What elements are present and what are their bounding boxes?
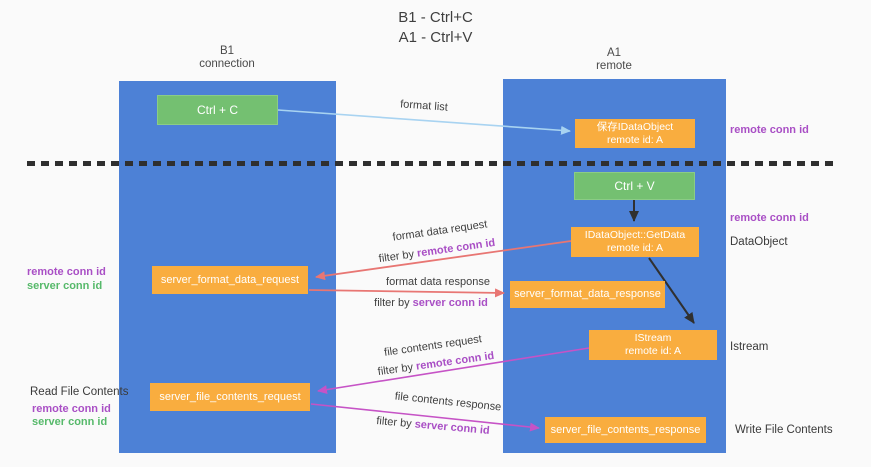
server-conn-id-key: server conn id	[414, 418, 491, 437]
right-column-role: remote	[596, 60, 632, 72]
remote-conn-id-key: remote conn id	[416, 236, 496, 260]
server-file-contents-request-box: server_file_contents_request	[150, 383, 310, 411]
server-format-data-response-label: server_format_data_response	[514, 288, 661, 300]
istream-box: IStream remote id: A	[589, 330, 717, 360]
server-file-contents-response-label: server_file_contents_response	[550, 423, 701, 436]
filter-by-text: filter by	[378, 247, 418, 266]
server-file-contents-request-label: server_file_contents_request	[159, 390, 301, 403]
format-data-response-label: format data response	[386, 276, 490, 288]
ctrl-c-box: Ctrl + C	[157, 95, 278, 125]
remote-conn-id-annotation-top: remote conn id	[730, 124, 809, 136]
arrow-format-data-response	[308, 288, 505, 298]
save-idataobject-line2: remote id: A	[606, 133, 663, 146]
filter-by-server-conn-id-label-2: filter by server conn id	[376, 415, 490, 437]
left-server-conn-id-annotation-1: server conn id	[27, 280, 103, 292]
server-file-contents-response-box: server_file_contents_response	[545, 417, 706, 443]
left-remote-conn-id-annotation-2: remote conn id	[32, 403, 111, 415]
filter-by-text: filter by	[374, 297, 413, 309]
left-remote-conn-id-annotation-1: remote conn id	[27, 266, 106, 278]
server-format-data-request-box: server_format_data_request	[152, 266, 308, 294]
istream-line2: remote id: A	[624, 345, 682, 357]
left-column-role: connection	[199, 58, 255, 70]
ctrl-v-box: Ctrl + V	[574, 172, 695, 200]
right-column-header: A1 remote	[544, 47, 684, 73]
getdata-line1: IDataObject::GetData	[584, 229, 686, 241]
file-contents-response-label: file contents response	[394, 390, 502, 414]
format-list-label: format list	[399, 98, 449, 114]
save-idataobject-line1: 保存IDataObject	[596, 120, 674, 133]
filter-by-server-conn-id-label-1: filter by server conn id	[374, 297, 488, 309]
left-column-header: B1 connection	[157, 45, 297, 71]
getdata-line2: remote id: A	[606, 242, 663, 254]
server-conn-id-key: server conn id	[412, 297, 488, 309]
save-idataobject-box: 保存IDataObject remote id: A	[575, 119, 695, 148]
title-line-2: A1 - Ctrl+V	[398, 29, 473, 46]
server-format-data-response-box: server_format_data_response	[510, 281, 665, 308]
ctrl-c-label: Ctrl + C	[196, 103, 238, 117]
right-column-name: A1	[606, 47, 622, 59]
read-file-contents-annotation: Read File Contents	[30, 386, 129, 398]
istream-annotation: Istream	[730, 341, 769, 353]
istream-line1: IStream	[634, 332, 672, 344]
left-column-name: B1	[219, 45, 235, 57]
write-file-contents-annotation: Write File Contents	[735, 424, 833, 436]
left-server-conn-id-annotation-2: server conn id	[32, 416, 108, 428]
remote-conn-id-annotation-mid: remote conn id	[730, 212, 809, 224]
idataobject-getdata-box: IDataObject::GetData remote id: A	[571, 227, 699, 257]
filter-by-text: filter by	[375, 415, 416, 431]
remote-conn-id-key: remote conn id	[415, 349, 495, 373]
filter-by-text: filter by	[377, 360, 417, 379]
phase-divider-dashed-line	[27, 161, 833, 166]
ctrl-v-label: Ctrl + V	[614, 179, 655, 193]
dataobject-annotation: DataObject	[730, 236, 788, 248]
server-format-data-request-label: server_format_data_request	[160, 273, 300, 286]
title-line-1: B1 - Ctrl+C	[398, 9, 473, 26]
diagram-title: B1 - Ctrl+C A1 - Ctrl+V	[0, 8, 871, 48]
